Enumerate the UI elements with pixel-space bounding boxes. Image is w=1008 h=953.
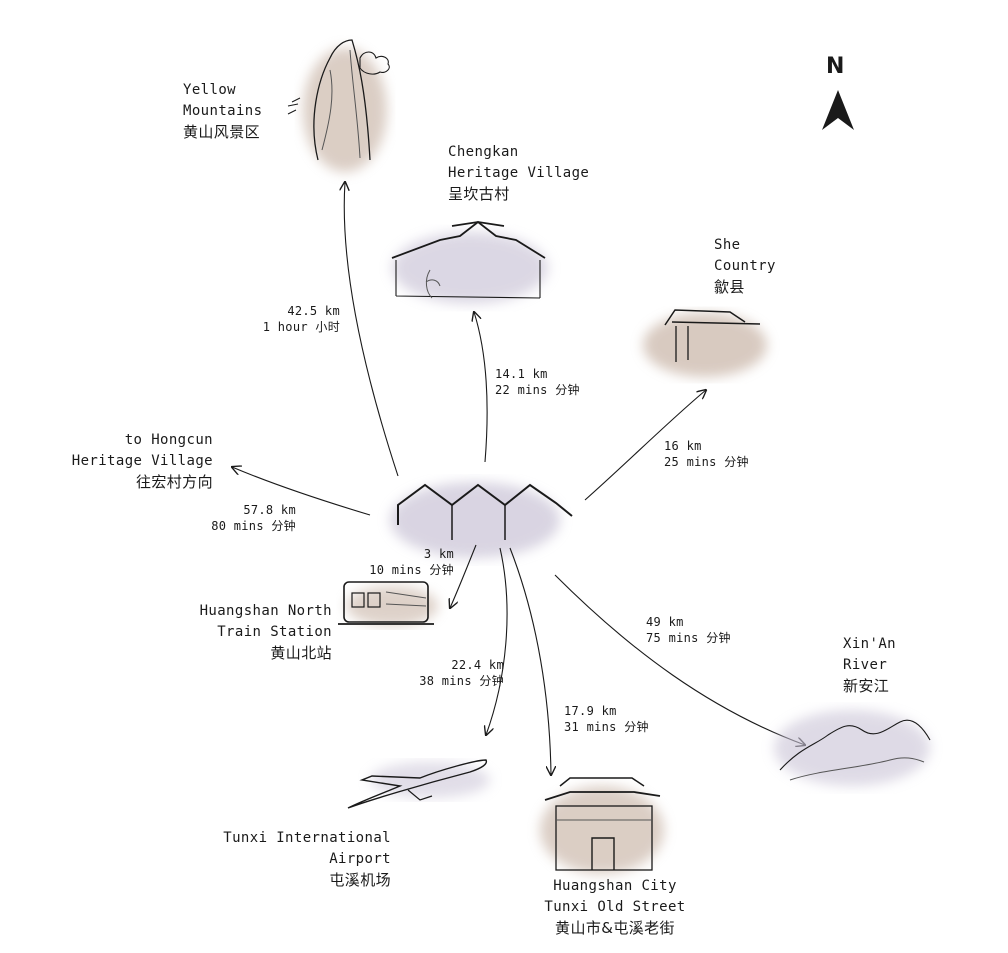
route-hongcun [232, 467, 371, 516]
route-she-country [584, 390, 706, 501]
route-xinan-river [554, 574, 805, 745]
mountain-peak-icon [287, 39, 390, 172]
distance: 22.4 km [451, 658, 504, 672]
duration: 10 mins 分钟 [369, 563, 454, 577]
name-line: Xin'An [843, 636, 896, 652]
duration: 1 hour 小时 [262, 320, 340, 334]
duration: 80 mins 分钟 [211, 519, 296, 533]
duration: 75 mins 分钟 [646, 631, 731, 645]
north-arrow-icon [822, 90, 854, 130]
duration: 25 mins 分钟 [664, 455, 749, 469]
dist-xinan-river: 49 km 75 mins 分钟 [646, 614, 731, 646]
airplane-icon [347, 759, 490, 809]
name-line: Yellow [183, 82, 236, 98]
name-line: Chengkan [448, 144, 519, 160]
compass-label: N [826, 54, 845, 79]
city-gate-icon [540, 777, 664, 874]
label-she-country: She Country 歙县 [714, 235, 776, 298]
dist-yellow-mountains: 42.5 km 1 hour 小时 [263, 303, 340, 335]
name-line: Heritage Village [71, 453, 213, 469]
route-yellow-mountains [344, 182, 399, 477]
route-chengkan [474, 312, 488, 463]
label-yellow-mountains: Yellow Mountains 黄山风景区 [183, 80, 262, 143]
name-line: to Hongcun [124, 432, 213, 448]
train-icon [338, 581, 438, 626]
distance: 16 km [664, 439, 702, 453]
label-train-station: Huangshan North Train Station 黄山北站 [200, 601, 332, 664]
name-line: Huangshan North [199, 603, 332, 619]
name-line: Mountains [183, 103, 263, 119]
duration: 22 mins 分钟 [495, 383, 580, 397]
name-zh: 往宏村方向 [135, 473, 213, 491]
name-line: Tunxi Old Street [544, 899, 686, 915]
label-old-street: Huangshan City Tunxi Old Street 黄山市&屯溪老街 [520, 876, 710, 939]
dist-she-country: 16 km 25 mins 分钟 [664, 438, 749, 470]
distance: 42.5 km [287, 304, 340, 318]
name-line: Train Station [217, 624, 332, 640]
name-zh: 歙县 [714, 278, 745, 296]
dist-old-street: 17.9 km 31 mins 分钟 [564, 703, 649, 735]
archway-icon [643, 309, 767, 377]
distance: 17.9 km [564, 704, 617, 718]
label-xinan-river: Xin'An River 新安江 [843, 634, 896, 697]
distance: 3 km [423, 547, 454, 561]
name-line: Airport [329, 851, 391, 867]
hui-style-roof-icon [390, 482, 573, 558]
route-old-street [509, 547, 551, 775]
dist-airport: 22.4 km 38 mins 分钟 [419, 657, 504, 689]
village-house-icon [391, 220, 548, 304]
route-train-station [450, 544, 477, 608]
distance: 49 km [646, 615, 684, 629]
name-line: Tunxi International [223, 830, 391, 846]
name-zh: 黄山风景区 [183, 123, 261, 141]
name-line: Huangshan City [553, 878, 677, 894]
dist-chengkan: 14.1 km 22 mins 分钟 [495, 366, 580, 398]
name-line: Heritage Village [448, 165, 590, 181]
name-zh: 呈坎古村 [448, 185, 510, 203]
distance: 57.8 km [243, 503, 296, 517]
dist-hongcun: 57.8 km 80 mins 分钟 [211, 502, 296, 534]
name-line: River [843, 657, 888, 673]
distance: 14.1 km [495, 367, 548, 381]
label-hongcun: to Hongcun Heritage Village 往宏村方向 [72, 430, 213, 493]
label-chengkan: Chengkan Heritage Village 呈坎古村 [448, 142, 589, 205]
name-zh: 黄山北站 [270, 644, 332, 662]
name-line: She [714, 237, 741, 253]
duration: 38 mins 分钟 [419, 674, 504, 688]
name-zh: 黄山市&屯溪老街 [555, 919, 675, 937]
label-airport: Tunxi International Airport 屯溪机场 [223, 828, 391, 891]
name-zh: 新安江 [843, 677, 890, 695]
route-airport [486, 547, 508, 735]
name-zh: 屯溪机场 [329, 871, 391, 889]
river-landscape-icon [774, 710, 931, 786]
duration: 31 mins 分钟 [564, 720, 649, 734]
name-line: Country [714, 258, 776, 274]
dist-train-station: 3 km 10 mins 分钟 [369, 546, 454, 578]
